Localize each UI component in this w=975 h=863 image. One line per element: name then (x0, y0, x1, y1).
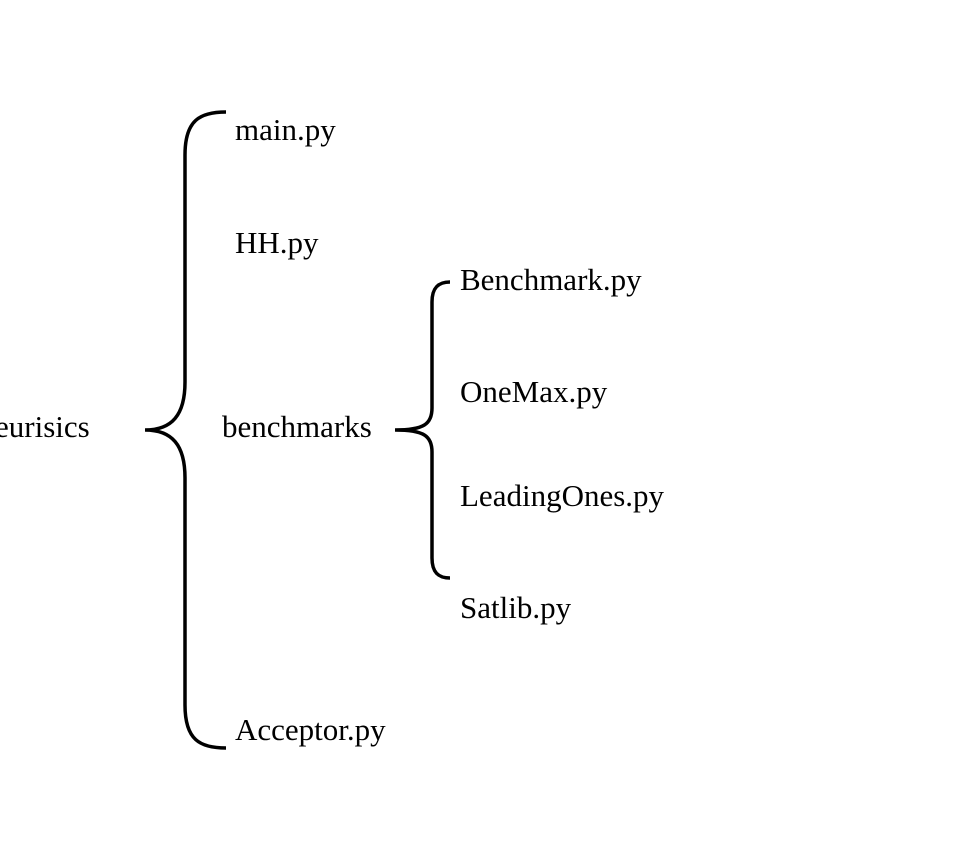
file-satlib-py: Satlib.py (460, 590, 572, 625)
file-acceptor-py: Acceptor.py (235, 712, 386, 747)
file-benchmark-py: Benchmark.py (460, 262, 642, 297)
folder-benchmarks: benchmarks (222, 409, 372, 444)
root-brace (144, 110, 227, 750)
file-leadingones-py: LeadingOnes.py (460, 478, 665, 513)
file-onemax-py: OneMax.py (460, 374, 608, 409)
file-main-py: main.py (235, 112, 336, 147)
root-folder-label: eurisics (0, 409, 90, 444)
benchmarks-brace (394, 280, 451, 580)
file-hh-py: HH.py (235, 225, 319, 260)
